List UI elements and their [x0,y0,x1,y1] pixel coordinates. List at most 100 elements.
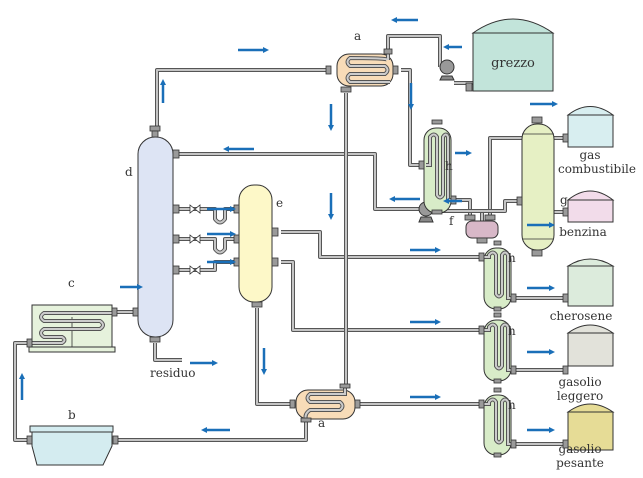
grezzo-tank: grezzo [471,18,555,92]
stripper-column-e: e [238,184,283,303]
pipe-flange [478,399,485,409]
pipe-flange [510,365,517,375]
pipe-flange [354,399,361,409]
flow-arrows [19,17,558,433]
pipe [281,261,483,331]
pipe [401,69,424,166]
pipe-flange [289,399,296,409]
gas-label-2: combustibile [558,162,636,176]
valve-icon[interactable] [189,265,201,275]
heat-exchanger-a-bottom: a [295,385,356,430]
gasolio-leggero-tank: gasolio leggero [557,324,615,403]
pipe [386,34,442,67]
pipe-flange [431,209,443,215]
pipe-flange [484,214,496,221]
pipe-flange [149,125,161,132]
gasolio-leggero-label-1: gasolio [558,375,601,389]
pipe [14,342,27,441]
valve-icon[interactable] [189,204,201,214]
pipe-flange [151,130,159,138]
pipe-flange [233,257,240,267]
gas-combustibile-tank: gas combustibile [558,106,636,176]
pipe [281,230,483,259]
pipe-flange [465,82,473,92]
pipe [281,231,483,258]
pipe-flange [111,307,118,317]
pipe [154,343,182,361]
label-e: e [276,196,283,210]
exchanger-h [483,312,513,384]
pipe-flange [271,257,279,267]
pipe-flange [516,196,523,206]
pipe [256,308,290,405]
pipe-flange [562,365,569,375]
pipe-flange [300,417,312,423]
pipe-flange [233,204,240,214]
label-h1: h [508,251,516,265]
furnace-c: c [28,276,116,353]
gasolio-pesante-label-1: gasolio [558,442,601,456]
pipe-flange [478,252,485,262]
pipe [156,69,330,128]
pipe-flange [531,116,543,124]
gasolio-leggero-label-2: leggero [557,389,603,403]
label-b: b [68,408,76,422]
pipe-flange [325,65,332,75]
pipe [255,308,290,406]
pipe [178,208,234,224]
pipe-flange [132,307,139,317]
gas-label-1: gas [580,148,601,162]
pipe [178,152,419,211]
cherosene-label: cherosene [550,309,613,323]
pipe-flange [562,293,569,303]
pipe-flange [478,325,485,335]
label-h-top: h [445,159,453,173]
label-a-top: a [354,29,361,43]
pipe-flange [392,65,399,75]
pipe [178,238,234,254]
cherosene-tank: cherosene [550,258,615,323]
feed-pump [439,59,455,81]
pipe-flange [510,293,517,303]
pipe-flange [418,160,425,170]
pipe-flange [271,227,279,237]
pipe-flange [172,149,180,159]
grezzo-label: grezzo [491,56,535,71]
heat-exchanger-a-top: a [336,29,394,87]
pipe-flange [431,119,443,125]
pipe [113,420,307,441]
pipe-flange [172,234,180,244]
label-a-bottom: a [318,416,325,430]
pipe-flange [476,237,488,244]
benzina-tank: benzina [559,190,615,239]
pipe-flange [26,435,33,445]
pipe [153,343,182,362]
pipe [387,35,441,67]
pipe-flange [172,265,180,275]
gasolio-pesante-tank: gasolio pesante [556,403,615,470]
pipe-flange [233,234,240,244]
tank-b: b [29,408,114,466]
pipe-flange [26,338,33,348]
exchanger-h [483,240,513,312]
valve-icon[interactable] [189,234,201,244]
pipe-flange [562,439,569,449]
exchanger-h-top: h [423,127,455,214]
pipe-flange [464,214,476,221]
pipe-flange [531,249,543,257]
pipe-flange [340,86,352,93]
pipe-flange [149,336,161,343]
label-h3: h [508,398,516,412]
gasolio-pesante-label-2: pesante [556,456,604,470]
column-g: g [521,123,568,251]
pipe-flange [510,439,517,449]
pipe-flange [172,204,180,214]
side-exchangers [483,240,513,458]
label-c: c [68,276,75,290]
pipe [155,68,330,128]
pipe-flange [383,48,393,55]
pipe-flange [339,383,351,389]
pipe-flange [251,301,263,308]
valves [189,204,201,275]
